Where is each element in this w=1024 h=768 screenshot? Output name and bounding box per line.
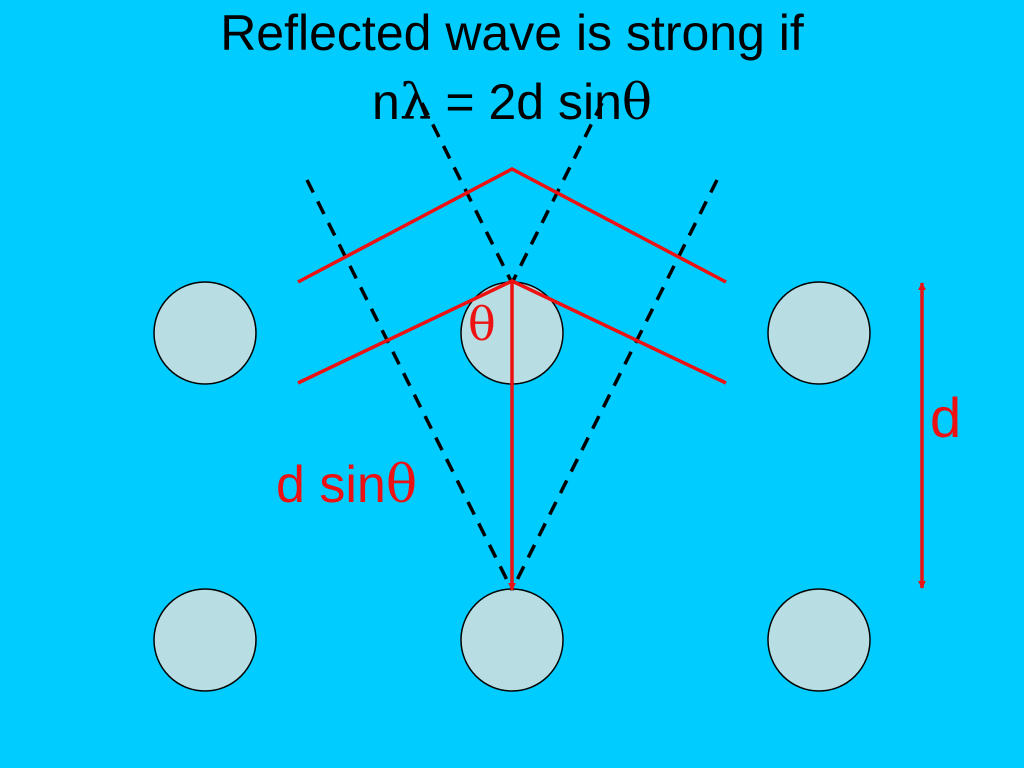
spacing-d-label: d [930, 386, 962, 449]
d-sin-text: d sin [276, 456, 386, 514]
atom-bottom-center [460, 588, 564, 692]
atom-top-left [153, 281, 257, 385]
title-line-2: nλ = 2d sinθ [0, 74, 1024, 130]
title-n: n [371, 74, 400, 130]
dashed-line-outer-left [305, 179, 514, 591]
lambda-symbol: λ [399, 73, 432, 131]
dashed-line-outer-right [510, 179, 719, 591]
d-sin-theta-symbol: θ [385, 455, 418, 515]
title-theta-symbol: θ [621, 73, 653, 131]
title-line-1: Reflected wave is strong if [220, 5, 804, 61]
upper-ray [297, 167, 727, 284]
atom-top-right [767, 281, 871, 385]
theta-label: θ [468, 297, 496, 351]
title-equation: = 2d sin [431, 74, 622, 130]
ray-paths [297, 167, 926, 591]
d-sin-theta-label: d sinθ [276, 455, 417, 515]
atom-bottom-right [767, 588, 871, 692]
atom-bottom-left [153, 588, 257, 692]
atom-lattice [153, 281, 871, 692]
